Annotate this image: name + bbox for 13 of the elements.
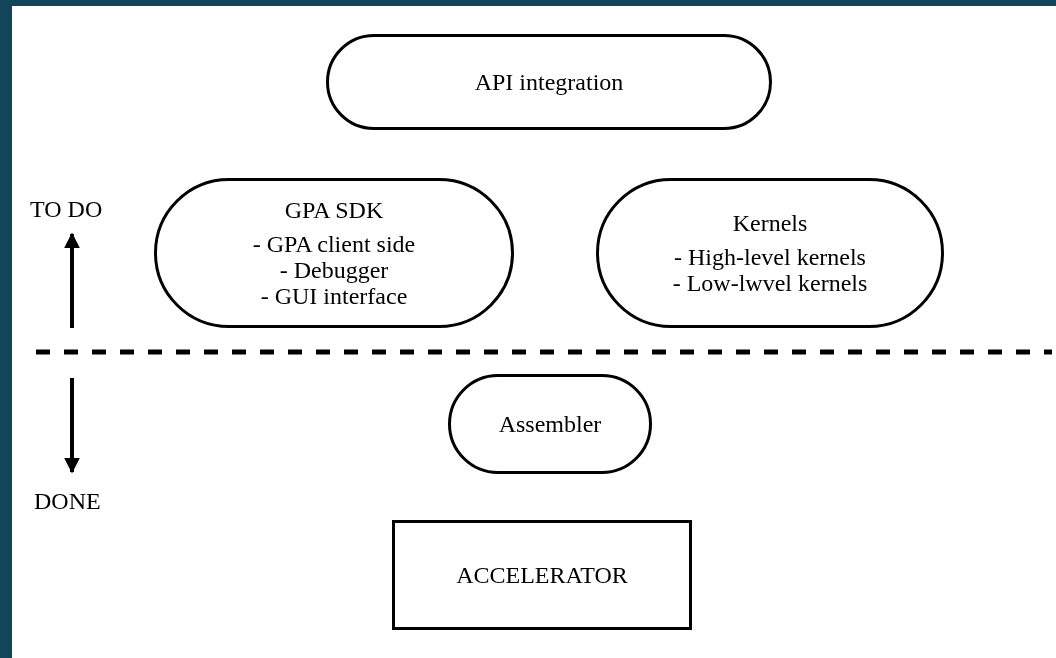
list-item: - GPA client side	[252, 231, 416, 257]
process-box	[392, 520, 692, 630]
node-title: API integration	[474, 69, 624, 95]
list-item: - Debugger	[279, 257, 389, 283]
status-label: DONE	[34, 488, 101, 515]
list-item: - GUI interface	[260, 283, 408, 309]
list-item: - Low-lwvel kernels	[672, 270, 868, 296]
node-title: Assembler	[498, 411, 602, 437]
node-title: ACCELERATOR	[456, 562, 628, 588]
list-item: - High-level kernels	[674, 244, 866, 270]
node-title: GPA SDK	[284, 197, 384, 223]
status-label: TO DO	[30, 196, 103, 223]
node-title: Kernels	[732, 210, 808, 236]
